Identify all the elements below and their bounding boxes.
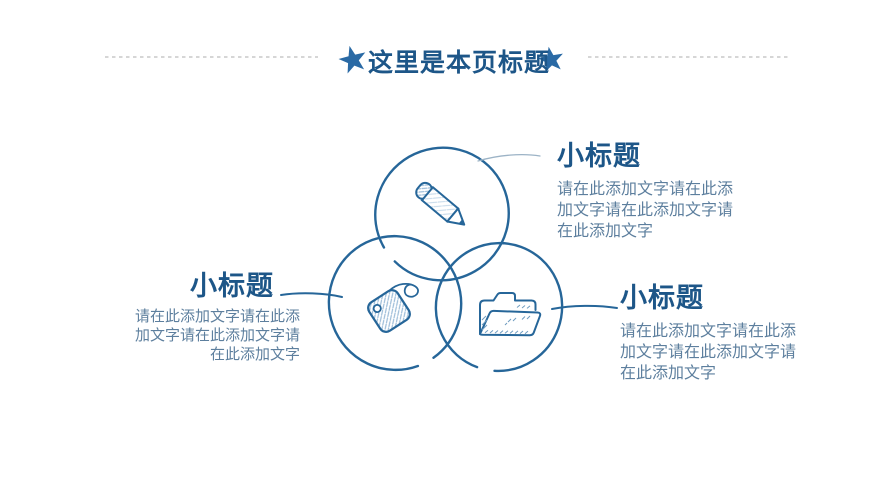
connector-bottom-right — [551, 304, 618, 310]
section-left: 小标题 请在此添加文字请在此添 加文字请在此添加文字请 在此添加文字 — [88, 271, 300, 364]
star-icon-left — [338, 45, 366, 74]
body-line: 在此添加文字 — [620, 363, 717, 383]
section-top-right-body: 请在此添加文字请在此添 加文字请在此添加文字请 在此添加文字 — [557, 178, 775, 241]
body-line: 在此添加文字 — [557, 221, 654, 241]
body-line: 加文字请在此添加文字请 — [620, 342, 797, 362]
section-left-body: 请在此添加文字请在此添 加文字请在此添加文字请 在此添加文字 — [88, 307, 300, 364]
body-line: 加文字请在此添加文字请 — [557, 200, 734, 220]
body-line: 请在此添加文字请在此添 — [134, 307, 300, 326]
venn-circle-top — [374, 146, 510, 282]
connector-top-right — [477, 154, 541, 162]
page-title: 这里是本页标题 — [368, 48, 551, 77]
folder-icon — [479, 292, 542, 337]
pencil-icon — [415, 181, 466, 226]
body-line: 加文字请在此添加文字请 — [134, 326, 300, 345]
body-line: 请在此添加文字请在此添 — [620, 321, 797, 341]
section-top-right-heading: 小标题 — [557, 141, 641, 172]
connector-left — [280, 292, 343, 298]
body-line: 在此添加文字 — [209, 345, 300, 364]
section-top-right: 小标题 请在此添加文字请在此添 加文字请在此添加文字请 在此添加文字 — [557, 141, 775, 241]
venn-circle-bottom-right — [434, 241, 564, 373]
section-bottom-right-heading: 小标题 — [620, 283, 704, 314]
tag-icon — [367, 282, 419, 333]
section-bottom-right: 小标题 请在此添加文字请在此添 加文字请在此添加文字请 在此添加文字 — [620, 283, 838, 383]
star-icon-right — [537, 46, 563, 73]
section-bottom-right-body: 请在此添加文字请在此添 加文字请在此添加文字请 在此添加文字 — [620, 320, 838, 383]
body-line: 请在此添加文字请在此添 — [557, 179, 734, 199]
section-left-heading: 小标题 — [190, 271, 274, 302]
venn-circle-bottom-left — [327, 234, 463, 372]
